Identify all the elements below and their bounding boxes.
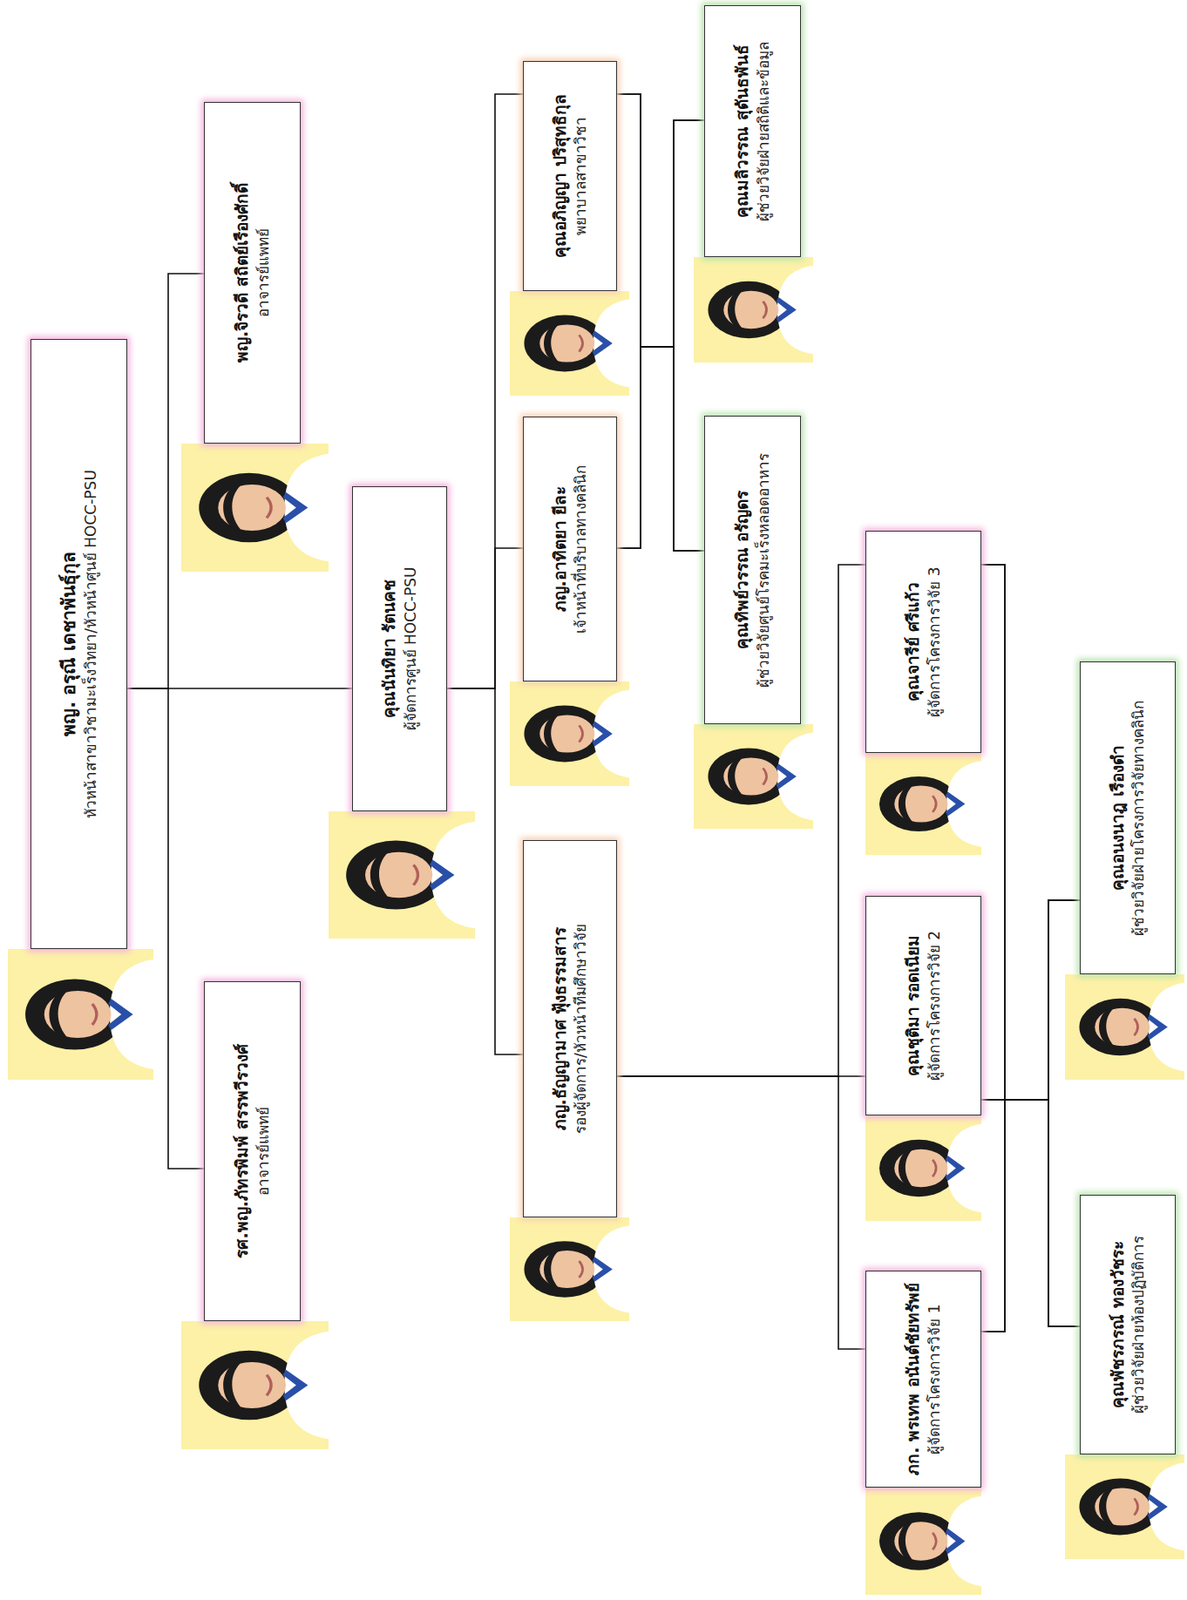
- job-title: รองผู้จัดการ/หัวหน้าทีมศึกษาวิจัย: [570, 923, 591, 1134]
- staff-card: คุณอภิญญา ปริสุทธิกุลพยาบาลสาขาวิชา: [509, 61, 630, 396]
- job-title: ผู้จัดการโครงการวิจัย 2: [924, 930, 945, 1081]
- name-box: คุณนันทิยา รัตนคชผู้จัดการศูนย์ HOCC-PSU: [352, 486, 448, 812]
- staff-card: คุณนันทิยา รัตนคชผู้จัดการศูนย์ HOCC-PSU: [328, 486, 475, 939]
- person-name: คุณนันทิยา รัตนคช: [378, 579, 401, 719]
- org-connector: [617, 346, 705, 551]
- person-name: คุณจารีย์ ศรีแก้ว: [902, 582, 925, 703]
- name-box: คุณชุติมา รอดเนียมผู้จัดการโครงการวิจัย …: [865, 895, 982, 1116]
- staff-card: คุณอนงนาฎ เรืองดำผู้ช่วยวิจัยฝ่ายโครงการ…: [1064, 661, 1185, 1080]
- portrait-photo: [693, 724, 814, 829]
- person-name: รศ.พญ.ภัทรพิมพ์ สรรพวีรวงศ์: [230, 1044, 254, 1258]
- portrait-photo: [7, 949, 154, 1080]
- staff-card: คุณจารีย์ ศรีแก้วผู้จัดการโครงการวิจัย 3: [865, 530, 982, 855]
- job-title: อาจารย์แพทย์: [253, 228, 274, 318]
- org-connector: [981, 1099, 1080, 1327]
- portrait-photo: [865, 752, 982, 855]
- org-connector: [981, 564, 1080, 1327]
- staff-card: พญ. อรุณี เดชาพันธุ์กุลหัวหน้าสาขาวิชามะ…: [7, 339, 154, 1080]
- name-box: คุณอภิญญา ปริสุทธิกุลพยาบาลสาขาวิชา: [522, 61, 618, 292]
- name-box: ภญ.อาทิตยา ยีละเจ้าหน้าที่บริบาลทางคลินิ…: [522, 416, 618, 682]
- portrait-photo: [865, 1487, 982, 1595]
- name-box: คุณพัชรภรณ์ ทองวัชระผู้ช่วยวิจัยฝ่ายห้อง…: [1079, 1194, 1176, 1455]
- org-connector: [617, 120, 705, 549]
- job-title: ผู้ช่วยวิจัยฝ่ายห้องปฏิบัติการ: [1128, 1235, 1149, 1414]
- name-box: คุณมลิวรรณ สุดันธพันธ์ผู้ช่วยวิจัยฝ่ายสถ…: [704, 5, 801, 258]
- job-title: ผู้ช่วยวิจัยศูนย์โรคมะเร็งหลอดอาหาร: [753, 453, 774, 688]
- portrait-photo: [1064, 974, 1185, 1080]
- job-title: หัวหน้าสาขาวิชามะเร็งวิทยา/หัวหน้าศูนย์ …: [81, 469, 102, 819]
- person-name: ภญ.อาทิตยา ยีละ: [549, 486, 572, 613]
- name-box: ภญ.ธัญญามาศ ฟุ้งธรรมสารรองผู้จัดการ/หัวห…: [522, 840, 618, 1218]
- staff-card: คุณพัชรภรณ์ ทองวัชระผู้ช่วยวิจัยฝ่ายห้อง…: [1064, 1194, 1185, 1560]
- person-name: ภญ.ธัญญามาศ ฟุ้งธรรมสาร: [549, 927, 572, 1132]
- person-name: คุณชุติมา รอดเนียม: [902, 935, 925, 1078]
- portrait-photo: [865, 1115, 982, 1221]
- portrait-photo: [693, 257, 814, 363]
- name-box: พญ. อรุณี เดชาพันธุ์กุลหัวหน้าสาขาวิชามะ…: [30, 339, 128, 950]
- job-title: ผู้จัดการโครงการวิจัย 1: [924, 1303, 945, 1454]
- person-name: คุณมลิวรรณ สุดันธพันธ์: [731, 44, 754, 218]
- staff-card: รศ.พญ.ภัทรพิมพ์ สรรพวีรวงศ์อาจารย์แพทย์: [181, 981, 329, 1450]
- portrait-photo: [328, 811, 475, 939]
- staff-card: ภก. พรเทพ อนันต์ชัยทรัพย์ผู้จัดการโครงกา…: [865, 1270, 982, 1595]
- person-name: พญ. อรุณี เดชาพันธุ์กุล: [56, 551, 82, 737]
- staff-card: ภญ.ธัญญามาศ ฟุ้งธรรมสารรองผู้จัดการ/หัวห…: [509, 840, 630, 1322]
- org-connector: [981, 1099, 1080, 1332]
- job-title: ผู้ช่วยวิจัยฝ่ายสถิติและข้อมูล: [753, 41, 774, 222]
- job-title: ผู้จัดการโครงการวิจัย 3: [924, 566, 945, 717]
- staff-card: ภญ.อาทิตยา ยีละเจ้าหน้าที่บริบาลทางคลินิ…: [509, 416, 630, 787]
- job-title: ผู้ช่วยวิจัยฝ่ายโครงการวิจัยทางคลินิก: [1128, 700, 1149, 937]
- org-connector: [127, 688, 204, 1169]
- portrait-photo: [181, 1321, 329, 1450]
- staff-card: คุณมลิวรรณ สุดันธพันธ์ผู้ช่วยวิจัยฝ่ายสถ…: [693, 5, 814, 363]
- name-box: คุณจารีย์ ศรีแก้วผู้จัดการโครงการวิจัย 3: [865, 530, 982, 753]
- org-connector: [617, 1076, 866, 1350]
- person-name: พญ.จิรวดี สถิตย์เรืองศักดิ์: [230, 183, 254, 363]
- staff-card: พญ.จิรวดี สถิตย์เรืองศักดิ์อาจารย์แพทย์: [181, 101, 329, 572]
- portrait-photo: [509, 291, 630, 396]
- portrait-photo: [509, 681, 630, 787]
- org-connector: [617, 94, 705, 551]
- portrait-photo: [509, 1217, 630, 1322]
- name-box: คุณทิพย์วรรณ อรัญดรผู้ช่วยวิจัยศูนย์โรคม…: [704, 415, 801, 725]
- job-title: อาจารย์แพทย์: [253, 1106, 274, 1196]
- name-box: ภก. พรเทพ อนันต์ชัยทรัพย์ผู้จัดการโครงกา…: [865, 1270, 982, 1488]
- name-box: รศ.พญ.ภัทรพิมพ์ สรรพวีรวงศ์อาจารย์แพทย์: [203, 981, 301, 1322]
- job-title: เจ้าหน้าที่บริบาลทางคลินิก: [570, 465, 591, 634]
- portrait-photo: [181, 443, 329, 572]
- portrait-photo: [1064, 1454, 1185, 1560]
- name-box: พญ.จิรวดี สถิตย์เรืองศักดิ์อาจารย์แพทย์: [203, 101, 301, 444]
- staff-card: คุณชุติมา รอดเนียมผู้จัดการโครงการวิจัย …: [865, 895, 982, 1221]
- person-name: คุณอนงนาฎ เรืองดำ: [1106, 745, 1130, 891]
- person-name: คุณอภิญญา ปริสุทธิกุล: [549, 94, 572, 258]
- job-title: ผู้จัดการศูนย์ HOCC-PSU: [400, 567, 421, 732]
- org-connector: [447, 548, 523, 689]
- person-name: ภก. พรเทพ อนันต์ชัยทรัพย์: [902, 1282, 925, 1475]
- person-name: คุณทิพย์วรรณ อรัญดร: [731, 490, 754, 651]
- staff-card: คุณทิพย์วรรณ อรัญดรผู้ช่วยวิจัยศูนย์โรคม…: [693, 415, 814, 829]
- person-name: คุณพัชรภรณ์ ทองวัชระ: [1106, 1241, 1130, 1409]
- job-title: พยาบาลสาขาวิชา: [570, 116, 591, 236]
- org-connector: [127, 687, 353, 690]
- org-connector: [617, 94, 705, 347]
- name-box: คุณอนงนาฎ เรืองดำผู้ช่วยวิจัยฝ่ายโครงการ…: [1079, 661, 1176, 975]
- org-connector: [981, 900, 1080, 1332]
